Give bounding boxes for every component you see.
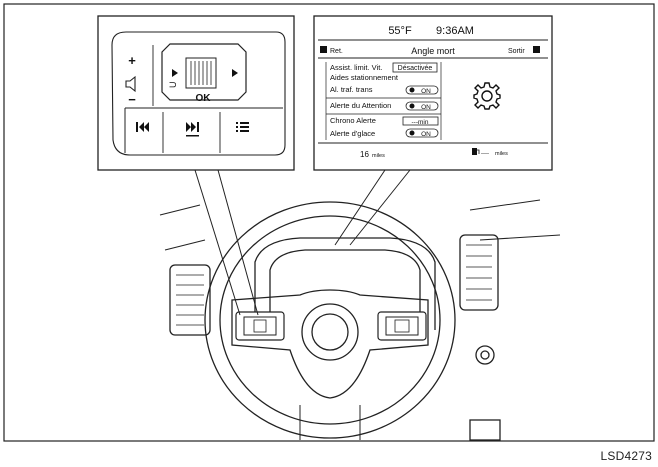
volume-down-label[interactable]: − — [128, 92, 136, 107]
menu-item-label: Alerte d'glace — [330, 129, 375, 138]
fuel-pump-icon — [472, 148, 480, 155]
clock-time: 9:36AM — [436, 25, 474, 37]
wheel-left-switch-pad[interactable] — [235, 311, 285, 341]
volume-up-label[interactable]: + — [128, 53, 136, 68]
skip-back-icon — [136, 122, 149, 132]
back-label: Ret. — [330, 48, 343, 55]
menu-item-ice-alert[interactable]: Alerte d'glace ON — [330, 128, 439, 138]
exit-button[interactable]: Sortir — [508, 46, 540, 55]
back-key-icon — [320, 46, 327, 53]
menu-item-value: Désactivée — [398, 65, 433, 72]
prev-track-button[interactable] — [136, 122, 149, 132]
wheel-right-switch-pad[interactable] — [377, 311, 427, 341]
skip-forward-icon — [186, 122, 199, 137]
figure-frame — [3, 3, 655, 442]
exit-label: Sortir — [508, 48, 525, 55]
menu-button[interactable] — [236, 122, 249, 132]
directional-pad[interactable]: U OK — [161, 43, 247, 104]
trip-distance-value: 16 — [360, 150, 369, 159]
steering-wheel — [159, 199, 561, 441]
range-unit: miles — [495, 151, 508, 157]
menu-item-label: Alerte du Attention — [330, 101, 391, 110]
menu-item-value: ON — [421, 104, 431, 111]
menu-item-label: Aides stationnement — [330, 73, 399, 82]
menu-item-attention-alert[interactable]: Alerte du Attention ON — [330, 101, 439, 111]
next-track-button[interactable] — [186, 122, 199, 137]
callout-lines — [194, 169, 411, 316]
menu-item-speed-limit-assist[interactable]: Assist. limit. Vit. Désactivée — [330, 62, 438, 73]
right-arrow-icon — [232, 69, 238, 77]
toggle-on-dot — [409, 87, 415, 93]
display-screen-inset: 55°F 9:36AM Ret. Angle mort Sortir Assis… — [313, 15, 553, 171]
back-button[interactable]: Ret. — [320, 46, 343, 55]
ok-button-label[interactable]: OK — [196, 93, 212, 104]
menu-item-label: Al. traf. trans — [330, 85, 373, 94]
toggle-on-dot — [409, 103, 415, 109]
menu-item-value: ---min — [412, 119, 429, 126]
outside-temperature: 55°F — [388, 25, 412, 37]
back-u-glyph: U — [168, 82, 178, 89]
menu-item-timer-alert[interactable]: Chrono Alerte ---min — [330, 116, 439, 126]
menu-item-value: ON — [421, 131, 431, 138]
gear-icon — [473, 82, 501, 110]
range-value: ---- — [481, 151, 489, 157]
left-arrow-icon — [172, 69, 178, 77]
menu-item-label: Assist. limit. Vit. — [330, 63, 382, 72]
controls-inset: + − U OK — [97, 15, 295, 171]
screen-title: Angle mort — [411, 46, 455, 56]
menu-item-rear-cross-traffic[interactable]: Al. traf. trans ON — [330, 85, 439, 95]
menu-item-value: ON — [421, 88, 431, 95]
list-icon — [236, 122, 249, 132]
trip-distance-unit: miles — [372, 153, 385, 159]
menu-item-label: Chrono Alerte — [330, 116, 376, 125]
menu-item-parking-aids[interactable]: Aides stationnement — [330, 73, 399, 82]
figure-code: LSD4273 — [600, 449, 652, 463]
settings-menu-list: Assist. limit. Vit. Désactivée Aides sta… — [325, 62, 442, 140]
speaker-icon — [125, 75, 136, 93]
toggle-on-dot — [409, 130, 415, 136]
exit-key-icon — [533, 46, 540, 53]
